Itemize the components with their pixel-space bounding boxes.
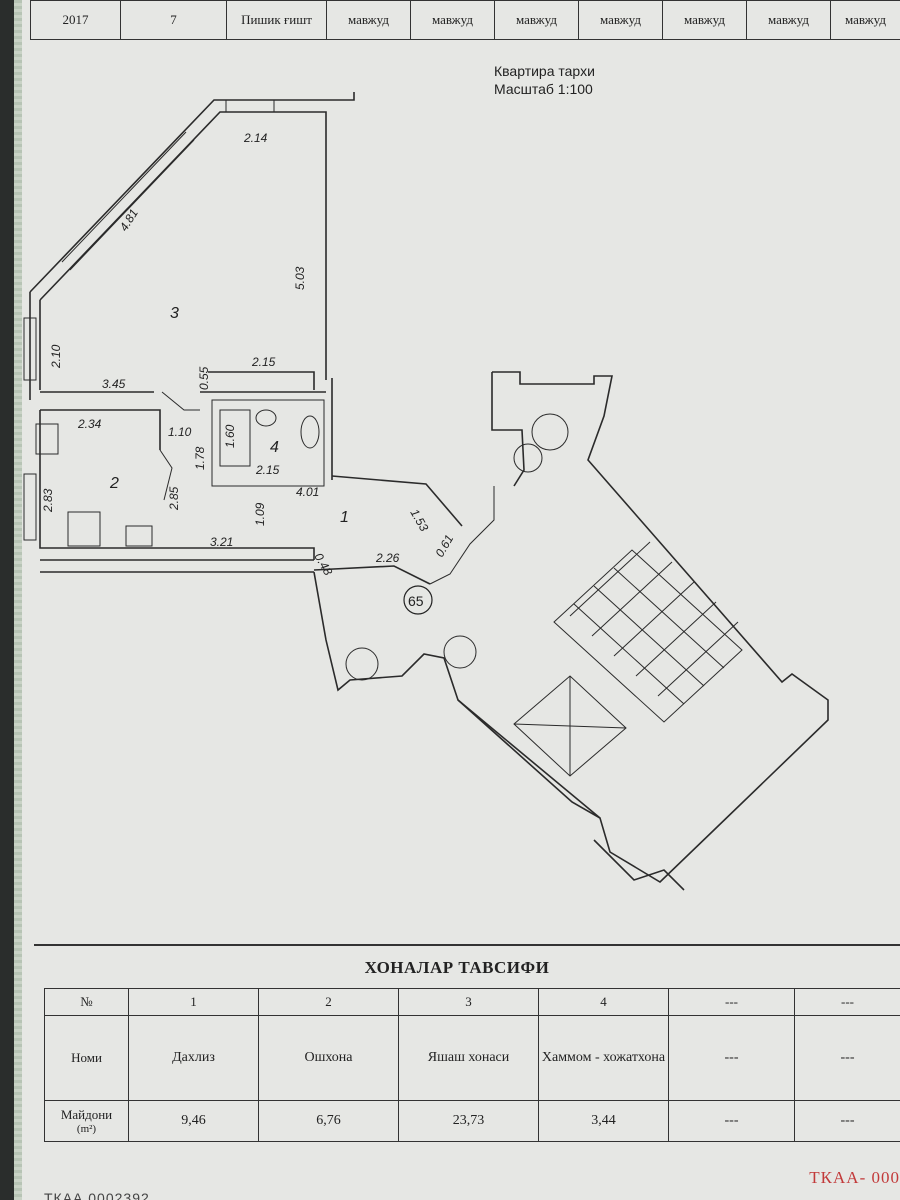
room-area-2: 6,76 [258, 1100, 399, 1142]
room-no-4: 4 [538, 988, 669, 1016]
register-cell-10: мавжуд [830, 0, 900, 40]
rooms-table: № 1 2 3 4 --- --- Номи Дахлиз Ошхона Яша… [44, 988, 900, 1142]
room-number-1: 1 [340, 509, 349, 526]
room-2-walls [23, 409, 173, 549]
dim-1-53: 1.53 [407, 507, 431, 535]
room-no-1: 1 [128, 988, 259, 1016]
room-name-3: Яшаш хонаси [398, 1015, 539, 1101]
rooms-row-area: Майдони (m²) 9,46 6,76 23,73 3,44 --- --… [44, 1100, 900, 1142]
dim-2-26: 2.26 [375, 551, 400, 565]
dim-3-45: 3.45 [102, 377, 126, 391]
room-name-2: Ошхона [258, 1015, 399, 1101]
room-no-5: --- [668, 988, 795, 1016]
dim-2-15-bottom: 2.15 [255, 463, 280, 477]
register-table: 2017 7 Пишик ғишт мавжуд мавжуд мавжуд м… [30, 0, 900, 40]
room-area-3: 23,73 [398, 1100, 539, 1142]
dim-2-15-top: 2.15 [251, 355, 276, 369]
room-area-5: --- [668, 1100, 795, 1142]
floor-plan: 2.14 4.81 5.03 2.10 3.45 0.55 2.15 2.34 … [23, 92, 829, 891]
dim-5-03: 5.03 [293, 266, 307, 290]
dim-0-55: 0.55 [197, 366, 211, 390]
header-no: № [44, 988, 129, 1016]
plan-title-block: Квартира тархи Масштаб 1:100 [494, 62, 595, 98]
dim-2-10: 2.10 [49, 344, 63, 369]
apartment-number-circle [403, 585, 433, 615]
header-name: Номи [44, 1015, 129, 1101]
plan-scale: Масштаб 1:100 [494, 81, 593, 97]
dim-1-60: 1.60 [223, 424, 237, 448]
register-cell-year: 2017 [30, 0, 121, 40]
sheet-binding-edge [14, 0, 22, 1200]
header-area: Майдони (m²) [44, 1100, 129, 1142]
document-sheet: 2017 7 Пишик ғишт мавжуд мавжуд мавжуд м… [14, 0, 900, 1200]
rooms-section-title: ХОНАЛАР ТАВСИФИ [364, 958, 550, 977]
plan-title: Квартира тархи [494, 63, 595, 79]
room-4-walls [208, 371, 333, 487]
header-area-unit: (m²) [76, 1123, 97, 1135]
room-name-1: Дахлиз [128, 1015, 259, 1101]
register-cell-5: мавжуд [410, 0, 495, 40]
dim-2-83: 2.83 [41, 488, 55, 513]
dim-2-85: 2.85 [167, 486, 181, 511]
dim-2-34: 2.34 [77, 417, 102, 431]
section-divider [34, 944, 900, 946]
room-3-walls [23, 92, 355, 411]
room-number-2: 2 [109, 475, 119, 492]
dim-3-21: 3.21 [210, 535, 233, 549]
register-cell-8: мавжуд [662, 0, 747, 40]
apartment-number: 65 [408, 593, 424, 609]
rooms-row-name: Номи Дахлиз Ошхона Яшаш хонаси Хаммом - … [44, 1015, 900, 1101]
stairwell [313, 371, 829, 891]
register-cell-7: мавжуд [578, 0, 663, 40]
room-name-4: Хаммом - хожатхона [538, 1015, 669, 1101]
room-name-5: --- [668, 1015, 795, 1101]
dim-1-78: 1.78 [193, 446, 207, 470]
header-area-label: Майдони [60, 1107, 113, 1122]
register-cell-6: мавжуд [494, 0, 579, 40]
room-number-3: 3 [170, 305, 179, 322]
room-area-1: 9,46 [128, 1100, 259, 1142]
dim-1-09: 1.09 [253, 502, 267, 526]
register-cell-material: Пишик ғишт [226, 0, 327, 40]
room-no-3: 3 [398, 988, 539, 1016]
register-cell-floors: 7 [120, 0, 227, 40]
dim-0-61: 0.61 [432, 532, 456, 559]
register-row: 2017 7 Пишик ғишт мавжуд мавжуд мавжуд м… [30, 0, 900, 40]
room-no-2: 2 [258, 988, 399, 1016]
dim-2-14: 2.14 [243, 131, 268, 145]
room-1-walls [40, 475, 495, 585]
rooms-row-number: № 1 2 3 4 --- --- [44, 988, 900, 1016]
registry-stamp: ТКАА- 000 [809, 1168, 900, 1187]
dim-4-01: 4.01 [296, 485, 319, 499]
room-number-4: 4 [270, 439, 279, 456]
room-no-6: --- [794, 988, 900, 1016]
room-area-6: --- [794, 1100, 900, 1142]
room-name-6: --- [794, 1015, 900, 1101]
room-area-4: 3,44 [538, 1100, 669, 1142]
dim-4-81: 4.81 [117, 206, 141, 233]
registry-number-bottom: ТКАА 0002392 [44, 1190, 150, 1200]
dim-1-10: 1.10 [168, 425, 192, 439]
